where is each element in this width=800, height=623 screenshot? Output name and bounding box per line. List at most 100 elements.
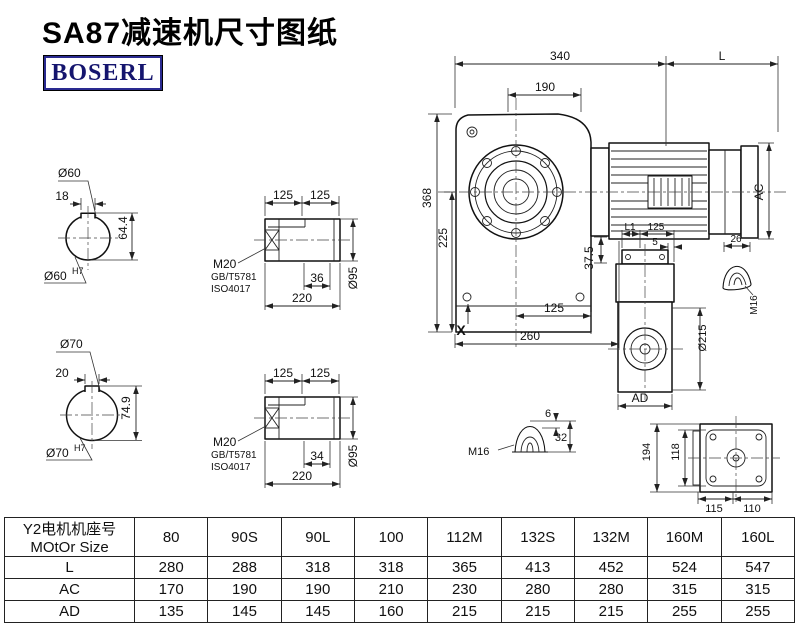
dim-225: 225 (436, 228, 450, 248)
cell: 215 (427, 600, 502, 623)
dim-key-height-70: 74.9 (119, 396, 133, 420)
main-view-dimensions: 340 L 190 368 225 AC 37.5 125 260 X (420, 49, 779, 348)
cell: 170 (133, 578, 209, 601)
dim-key-len-bottom: 34 (310, 449, 324, 463)
gearbox-side-view: L1 125 5 Ø215 AD (615, 222, 709, 410)
dim-AC: AC (752, 183, 766, 200)
dim-6: 6 (545, 408, 551, 420)
plug-detail-view: 6 32 M16 (468, 408, 576, 458)
dim-dia-95-top: Ø95 (346, 266, 360, 289)
dim-125-b-top: 125 (310, 188, 330, 202)
col-header: 160M (647, 517, 722, 557)
dim-key-len-top: 36 (310, 271, 324, 285)
dim-125-b-bottom: 125 (310, 366, 330, 380)
label-thread-m16-plug: M16 (468, 446, 489, 458)
row-label: AD (4, 600, 135, 623)
dim-110: 110 (743, 503, 761, 515)
cell: 210 (353, 578, 429, 601)
dim-key-height-60: 64.4 (116, 216, 130, 240)
label-bore-60: Ø60 (44, 269, 67, 283)
col-header: 90S (207, 517, 282, 557)
cell: 190 (280, 578, 355, 601)
label-thread-m20-top: M20 (213, 257, 237, 271)
dim-125-main: 125 (544, 301, 564, 315)
centerlines (58, 98, 788, 502)
cell: 315 (720, 578, 796, 601)
label-X: X (456, 322, 466, 338)
dim-32: 32 (555, 432, 567, 444)
dim-125-a-bottom: 125 (273, 366, 293, 380)
cell: 215 (573, 600, 649, 623)
dim-37-5: 37.5 (582, 246, 596, 270)
label-bore-70-tol: H7 (74, 443, 86, 453)
dim-length-bottom: 220 (292, 469, 312, 483)
cell: 365 (427, 556, 502, 579)
cell: 280 (500, 578, 575, 601)
motor-size-label-cn: Y2电机机座号 (22, 521, 117, 538)
dim-190: 190 (535, 80, 555, 94)
cell: 145 (280, 600, 355, 623)
shaft-section-60-view: 18 64.4 Ø60 Ø60 H7 (44, 166, 138, 284)
col-header: 80 (133, 517, 209, 557)
dim-L: L (719, 49, 726, 63)
col-header: 132M (573, 517, 649, 557)
output-shaft-bottom-view: 125 125 M20 GB/T5781 ISO4017 34 220 Ø95 (211, 366, 360, 488)
table-row-AD: AD 135 145 145 160 215 215 215 255 255 (4, 600, 796, 623)
cell: 318 (280, 556, 355, 579)
label-dia-60: Ø60 (58, 166, 81, 180)
dim-length-top: 220 (292, 291, 312, 305)
col-header: 160L (720, 517, 796, 557)
dim-340: 340 (550, 49, 570, 63)
dim-368: 368 (420, 188, 434, 208)
gearbox-front-view (455, 113, 592, 333)
cell: 255 (647, 600, 722, 623)
motor-size-label-cell: Y2电机机座号 MOtOr Size (4, 517, 135, 557)
cell: 452 (573, 556, 649, 579)
cell: 413 (500, 556, 575, 579)
label-std1-bottom: GB/T5781 (211, 450, 257, 461)
label-bore-60-tol: H7 (72, 266, 84, 276)
dim-l1: L1 (624, 222, 636, 233)
gearbox-rear-view: 194 118 115 110 (641, 423, 773, 515)
motor-size-label-en: MOtOr Size (30, 539, 109, 556)
motor-size-table: Y2电机机座号 MOtOr Size 80 90S 90L 100 112M 1… (4, 517, 796, 623)
dim-ad: AD (632, 391, 649, 405)
cell: 524 (647, 556, 722, 579)
label-std2-bottom: ISO4017 (211, 462, 251, 473)
dim-5: 5 (652, 237, 658, 248)
dim-194: 194 (641, 443, 653, 461)
cell: 547 (720, 556, 796, 579)
cell: 318 (353, 556, 429, 579)
label-dia-70: Ø70 (60, 337, 83, 351)
dim-125-side: 125 (648, 222, 665, 233)
dim-26: 26 (730, 234, 742, 245)
label-thread-m20-bottom: M20 (213, 435, 237, 449)
dim-key-width-60: 18 (55, 189, 69, 203)
output-shaft-top-view: 125 125 M20 GB/T5781 ISO4017 36 220 Ø95 (211, 188, 360, 310)
cell: 255 (720, 600, 796, 623)
dim-dia-215: Ø215 (697, 325, 709, 352)
cell: 135 (133, 600, 209, 623)
shaft-section-70-view: 20 74.9 Ø70 Ø70 H7 (46, 337, 142, 461)
table-header-row: Y2电机机座号 MOtOr Size 80 90S 90L 100 112M 1… (4, 517, 796, 557)
label-bore-70: Ø70 (46, 446, 69, 460)
cell: 215 (500, 600, 575, 623)
dim-dia-95-bottom: Ø95 (346, 444, 360, 467)
cell: 280 (133, 556, 209, 579)
table-row-L: L 280 288 318 318 365 413 452 524 547 (4, 556, 796, 579)
page-title: SA87减速机尺寸图纸 (42, 17, 339, 50)
row-label: L (4, 556, 135, 579)
col-header: 112M (427, 517, 502, 557)
motor-view (590, 142, 759, 240)
table-row-AC: AC 170 190 190 210 230 280 280 315 315 (4, 578, 796, 601)
cell: 230 (427, 578, 502, 601)
cell: 315 (647, 578, 722, 601)
label-std2-top: ISO4017 (211, 284, 251, 295)
cell: 280 (573, 578, 649, 601)
label-std1-top: GB/T5781 (211, 272, 257, 283)
row-label: AC (4, 578, 135, 601)
cell: 145 (207, 600, 282, 623)
cell: 190 (207, 578, 282, 601)
dim-key-width-70: 20 (55, 366, 69, 380)
label-thread-m16-side: M16 (749, 295, 760, 315)
